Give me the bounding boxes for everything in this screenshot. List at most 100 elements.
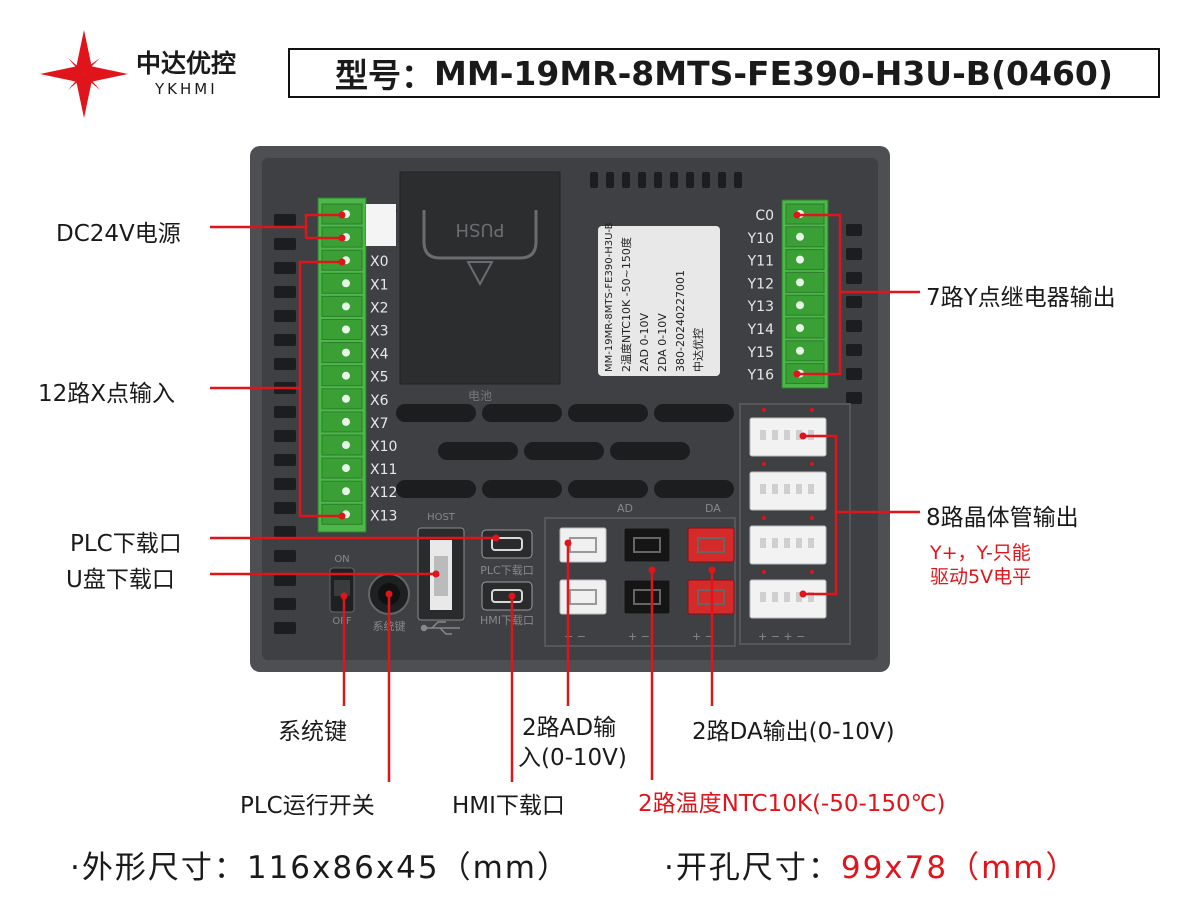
ad-label: AD xyxy=(617,502,633,515)
sticker-line: 中达优控 xyxy=(691,328,705,372)
vent-slot xyxy=(568,404,648,422)
adda-connector xyxy=(687,527,735,563)
callout-lines xyxy=(210,213,920,782)
vent-slot xyxy=(638,172,646,188)
vent-slot xyxy=(686,172,694,188)
vent-slot xyxy=(524,442,604,460)
right-vents xyxy=(846,224,862,404)
host-label: HOST xyxy=(427,512,456,523)
transistor-area xyxy=(739,403,851,645)
plc-port-label: PLC下载口 xyxy=(480,564,533,577)
adda-polarity: + − xyxy=(692,630,714,643)
sticker-line: 2温度NTC10K -50~150度 xyxy=(619,237,633,372)
terminal-label: Y10 xyxy=(747,231,774,247)
outer-dim-label: ·外形尺寸： xyxy=(70,850,247,886)
terminal-label: Y12 xyxy=(747,276,774,292)
top-vents xyxy=(590,172,742,188)
switch-off-label: OFF xyxy=(332,616,352,627)
terminal-screw xyxy=(796,232,804,241)
adda-connector xyxy=(559,579,607,615)
vent-slot xyxy=(702,172,710,188)
terminal-screw xyxy=(796,346,804,355)
vent-slot xyxy=(396,404,476,422)
outer-dim-value: 116x86x45（mm） xyxy=(246,850,571,886)
adda-connector xyxy=(623,579,671,615)
vent-slot xyxy=(274,622,296,634)
vent-slot xyxy=(274,238,296,250)
vent-slot xyxy=(568,480,648,498)
terminal-label: X13 xyxy=(370,508,397,524)
terminal-label: Y11 xyxy=(747,254,774,270)
label-da-out: 2路DA输出(0-10V) xyxy=(692,719,895,745)
transistor-polarity: + − + − xyxy=(758,630,805,643)
sticker-line: 380-20240227001 xyxy=(674,270,687,372)
model-box: 型号： MM-19MR-8MTS-FE390-H3U-B(0460) xyxy=(288,48,1160,98)
cutout-dim-label: ·开孔尺寸： xyxy=(664,850,841,886)
transistor-connectors: + − + − xyxy=(749,408,827,643)
terminal-label: X7 xyxy=(370,416,389,432)
terminal-label: X3 xyxy=(370,324,389,340)
terminal-screw xyxy=(342,279,350,288)
vent-slot xyxy=(482,480,562,498)
label-ad-in-2: 入(0-10V) xyxy=(518,745,627,771)
terminal-slot xyxy=(785,294,825,316)
adda-polarity: + − xyxy=(564,630,586,643)
label-temp: 2路温度NTC10K(-50-150℃) xyxy=(638,791,946,817)
terminal-screw xyxy=(796,301,804,310)
vent-slot xyxy=(846,344,862,356)
terminal-label: Y14 xyxy=(747,322,774,338)
terminal-label: C0 xyxy=(755,208,774,224)
vent-slot xyxy=(654,480,734,498)
switch-on-label: ON xyxy=(334,554,349,565)
vent-slot xyxy=(590,172,598,188)
vent-slot xyxy=(654,172,662,188)
push-text: PUSH xyxy=(456,219,505,240)
terminal-screw xyxy=(342,487,350,496)
terminal-screw xyxy=(342,464,350,473)
label-transistor-note1: Y+，Y-只能 xyxy=(930,542,1031,564)
model-label: 型号： xyxy=(335,56,435,95)
label-y-relay: 7路Y点继电器输出 xyxy=(926,285,1116,311)
vent-slot xyxy=(622,172,630,188)
vent-slot xyxy=(274,598,296,610)
terminal-slot xyxy=(785,340,825,362)
vent-slot xyxy=(654,404,734,422)
vent-slot xyxy=(274,526,296,538)
vent-slot xyxy=(438,442,518,460)
terminal-slot xyxy=(785,226,825,248)
terminal-label: X12 xyxy=(370,485,397,501)
cutout-dim-value: 99x78（mm） xyxy=(840,850,1079,886)
hmi-mini-usb-port xyxy=(481,581,533,611)
vent-slot xyxy=(846,248,862,260)
adda-area xyxy=(544,517,736,647)
vent-slot xyxy=(274,502,296,514)
cutout-dimensions: ·开孔尺寸：99x78（mm） xyxy=(664,842,1079,887)
vent-slot xyxy=(846,296,862,308)
vent-slot xyxy=(610,442,690,460)
battery-cover xyxy=(399,171,561,385)
vent-slot xyxy=(274,286,296,298)
sticker-line: 2AD 0-10V xyxy=(638,313,651,372)
vent-slot xyxy=(482,404,562,422)
label-u-disk: U盘下载口 xyxy=(66,567,175,593)
ventilation-slots xyxy=(396,404,734,498)
da-label: DA xyxy=(705,502,721,515)
terminal-label: X1 xyxy=(370,277,389,293)
label-plc-download: PLC下载口 xyxy=(70,531,182,557)
label-plc-switch: PLC运行开关 xyxy=(240,793,375,819)
vent-slot xyxy=(274,214,296,226)
terminal-screw xyxy=(796,324,804,332)
vent-slot xyxy=(274,430,296,442)
vent-slot xyxy=(606,172,614,188)
terminal-label: X10 xyxy=(370,439,397,455)
model-value: MM-19MR-8MTS-FE390-H3U-B(0460) xyxy=(434,53,1113,93)
adda-connector xyxy=(559,527,607,563)
terminal-screw xyxy=(342,441,350,449)
terminal-screw xyxy=(342,394,350,403)
brand-logo-icon xyxy=(40,30,128,118)
terminal-screw xyxy=(342,371,350,380)
vent-slot xyxy=(396,480,476,498)
